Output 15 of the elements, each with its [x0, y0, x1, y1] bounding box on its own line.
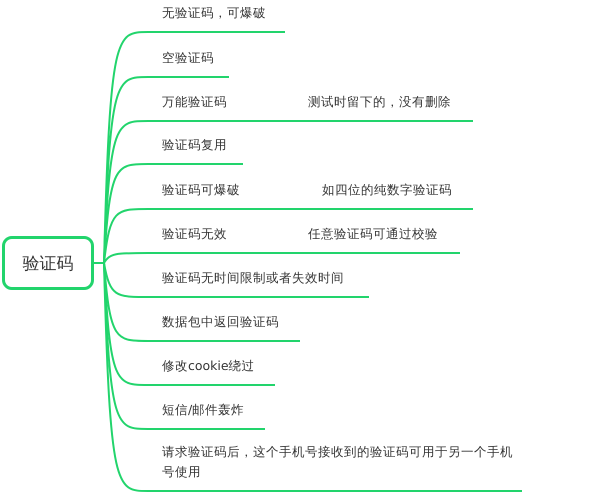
- topic-text: 请求验证码后，这个手机号接收到的验证码可用于另一个手机号使用: [162, 443, 514, 481]
- topic-text: 无验证码，可爆破: [162, 4, 266, 22]
- topic-text: 空验证码: [162, 49, 214, 67]
- topic-text: 短信/邮件轰炸: [162, 401, 244, 419]
- topic-text: 验证码可爆破: [162, 181, 240, 199]
- topic-text: 万能验证码: [162, 93, 227, 111]
- topic-text: 验证码无时间限制或者失效时间: [162, 269, 344, 287]
- topic-text: 验证码无效: [162, 225, 227, 243]
- topic-note: 测试时留下的，没有删除: [308, 93, 451, 111]
- topic-text: 验证码复用: [162, 136, 227, 154]
- topic-note: 任意验证码可通过校验: [308, 225, 438, 243]
- root-topic: 验证码: [2, 236, 94, 290]
- topic-note: 如四位的纯数字验证码: [322, 181, 452, 199]
- topic-text: 修改cookie绕过: [162, 357, 255, 375]
- topic-text: 数据包中返回验证码: [162, 313, 279, 331]
